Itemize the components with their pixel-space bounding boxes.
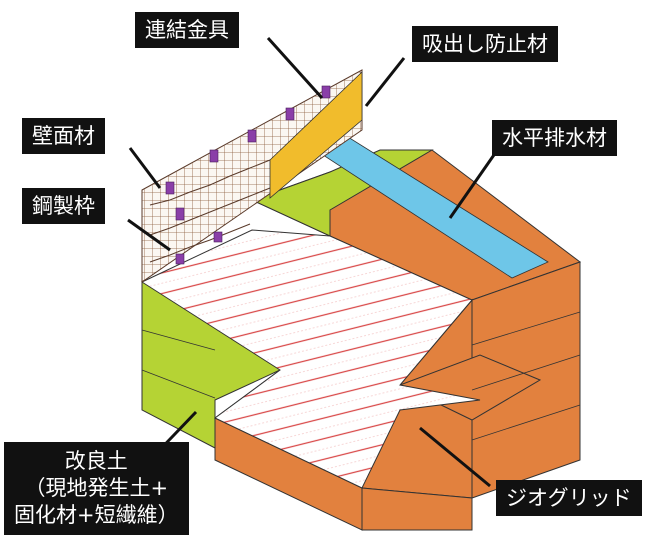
connector-mark <box>247 129 257 143</box>
leader-geogrid <box>419 426 491 488</box>
improved-soil-line-1: 改良土 <box>64 449 128 473</box>
anti-washout-label: 吸出し防止材 <box>412 26 558 62</box>
wall-material-label: 壁面材 <box>22 118 105 154</box>
improved-soil-line-2: （現地発生土+ <box>24 476 169 500</box>
geogrid-surface <box>140 229 481 489</box>
connector-label: 連結金具 <box>135 12 239 48</box>
leader-connector <box>266 36 324 100</box>
steel-frame-label: 鋼製枠 <box>22 188 105 224</box>
geogrid-label: ジオグリッド <box>496 480 642 516</box>
improved-soil-line-3: 固化材+短繊維） <box>14 503 179 527</box>
leader-anti-washout <box>364 57 406 107</box>
leader-steel-frame <box>127 218 171 252</box>
anti-washout-sheet <box>269 71 363 199</box>
connector-mark <box>321 85 331 99</box>
connector-mark <box>175 253 185 265</box>
connector-mark <box>209 149 219 163</box>
connector-mark <box>165 181 175 195</box>
fill-step-top <box>398 354 542 421</box>
connector-mark <box>285 107 295 121</box>
improved-soil-label: 改良土 （現地発生土+ 固化材+短繊維） <box>4 442 189 535</box>
fill-block-lower-right <box>361 487 473 531</box>
leader-horizontal-drain <box>448 151 498 219</box>
connector-mark <box>175 207 185 221</box>
horizontal-drain-label: 水平排水材 <box>492 120 617 156</box>
leader-wall-material <box>128 147 162 189</box>
connector-mark <box>213 231 223 243</box>
